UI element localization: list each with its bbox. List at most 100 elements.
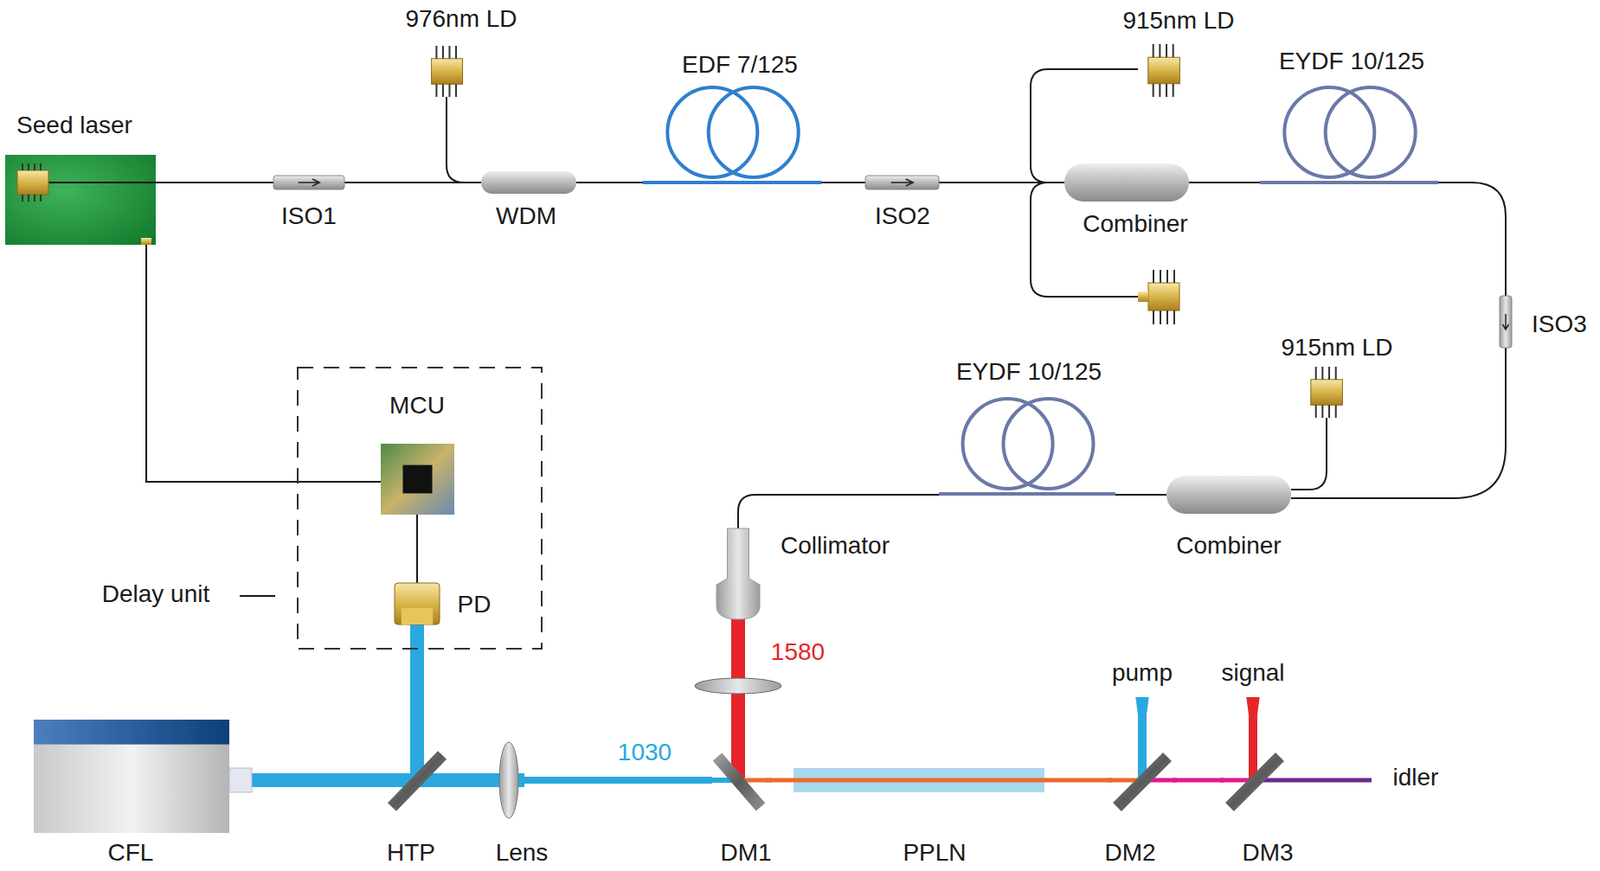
drawing-part [1284,87,1375,178]
drawing-part [446,96,482,183]
drawing-part [1140,701,1144,781]
component-label: Combiner [1175,532,1281,560]
laser-beam [1044,780,1112,782]
drawing-part [251,773,387,788]
drawing-part [33,719,230,746]
drawing-part [499,742,519,819]
drawing-part [298,179,321,187]
fiber-connector [1291,347,1506,499]
fiber-coil-symbol [1259,80,1439,185]
laser-beam [519,780,713,782]
component-label: PD [457,591,492,619]
drawing-part [33,745,230,834]
drawing-part [447,773,499,788]
component-label: Combiner [1082,210,1188,238]
drawing-part [481,171,577,194]
isolator-symbol [865,175,939,190]
drawing-part [793,768,1045,793]
drawing-part [1153,269,1175,325]
fiber-coil: EDF 7/125 [642,80,822,185]
drawing-part [1115,494,1167,496]
seed-laser: Seed laser [5,154,156,245]
isolator: ISO2 [865,175,939,190]
fiber-connector [738,494,939,529]
fiber-coil: EYDF 10/125 [938,391,1116,496]
drawing-part [146,244,381,482]
drawing-part [1291,417,1327,490]
drawing-part [793,778,1045,784]
drawing-part [1148,57,1181,84]
component-label: WDM [495,202,557,231]
mirror: HTP [386,750,448,813]
pump-diode-symbol [1137,44,1189,97]
collimator-symbol [716,528,760,620]
wdm-coupler: WDM [481,171,577,194]
laser-beam [765,780,794,782]
laser-beam [417,624,418,751]
drawing-part [1499,295,1512,348]
fiber-connector [821,182,866,184]
leader-line [239,595,276,598]
mcu-chip-symbol [380,443,455,515]
drawing-part [297,367,542,649]
fiber-connector [1115,494,1167,496]
dichroic-mirror: DM2 [1111,751,1173,813]
drawing-part [22,163,41,202]
pump-diode-symbol [1300,366,1352,418]
drawing-part [717,757,761,808]
component-label: DM3 [1241,839,1293,868]
component-label: Collimator [780,532,890,560]
fiber-connector [446,96,482,183]
drawing-part [576,181,643,184]
fiber-connector [1438,182,1506,296]
fiber-coil-symbol [642,80,822,185]
drawing-part [1438,182,1506,296]
isolator: ISO1 [273,175,345,190]
wavelength-label: 1030 [617,738,672,767]
component-label: ISO3 [1531,310,1588,339]
wdm-coupler-symbol [481,171,577,194]
dichroic-mirror-symbol [1224,751,1286,813]
drawing-part [963,398,1054,489]
drawing-part [229,768,252,793]
laser-diode-symbol [1137,269,1180,325]
drawing-part [380,443,455,515]
fiber-connector [1291,417,1327,490]
drawing-part [1291,347,1506,499]
drawing-part [48,181,156,184]
drawing-part [155,181,274,184]
delay-unit: Delay unitMCUPD [296,366,543,650]
drawing-part [401,608,433,625]
ppln-crystal-symbol [793,768,1045,793]
component-label: 915nm LD [1280,334,1393,362]
drawing-part [1503,314,1510,330]
drawing-part [273,175,345,190]
drawing-part [1229,757,1280,808]
fiber-connector [576,182,643,184]
drawing-part [1166,475,1292,515]
drawing-part [1117,757,1168,808]
isolator: ISO3 [1499,295,1512,348]
component-label: 976nm LD [404,5,517,33]
dichroic-mirror: DM3 [1224,751,1286,813]
component-label: CFL [108,839,155,868]
drawing-part [1148,282,1180,311]
fiber-connector [417,514,418,584]
drawing-part [519,777,713,784]
combiner-symbol [1166,475,1292,515]
lens: Lens [498,741,520,820]
pump-diode: 976nm LD [421,45,472,97]
photodiode: PD [394,583,440,625]
mcu-chip: MCU [380,443,455,515]
pump-diode: 915nm LD [1137,44,1189,97]
drawing-part [708,87,799,178]
cfl-laser-symbol [33,719,252,834]
drawing-part [716,528,760,620]
drawing-part [416,514,418,584]
collimator: Collimator [716,528,760,620]
cfl-laser: CFL [33,719,252,834]
drawing-part [403,465,433,495]
component-label: HTP [386,839,436,868]
focusing-lens [694,678,782,694]
